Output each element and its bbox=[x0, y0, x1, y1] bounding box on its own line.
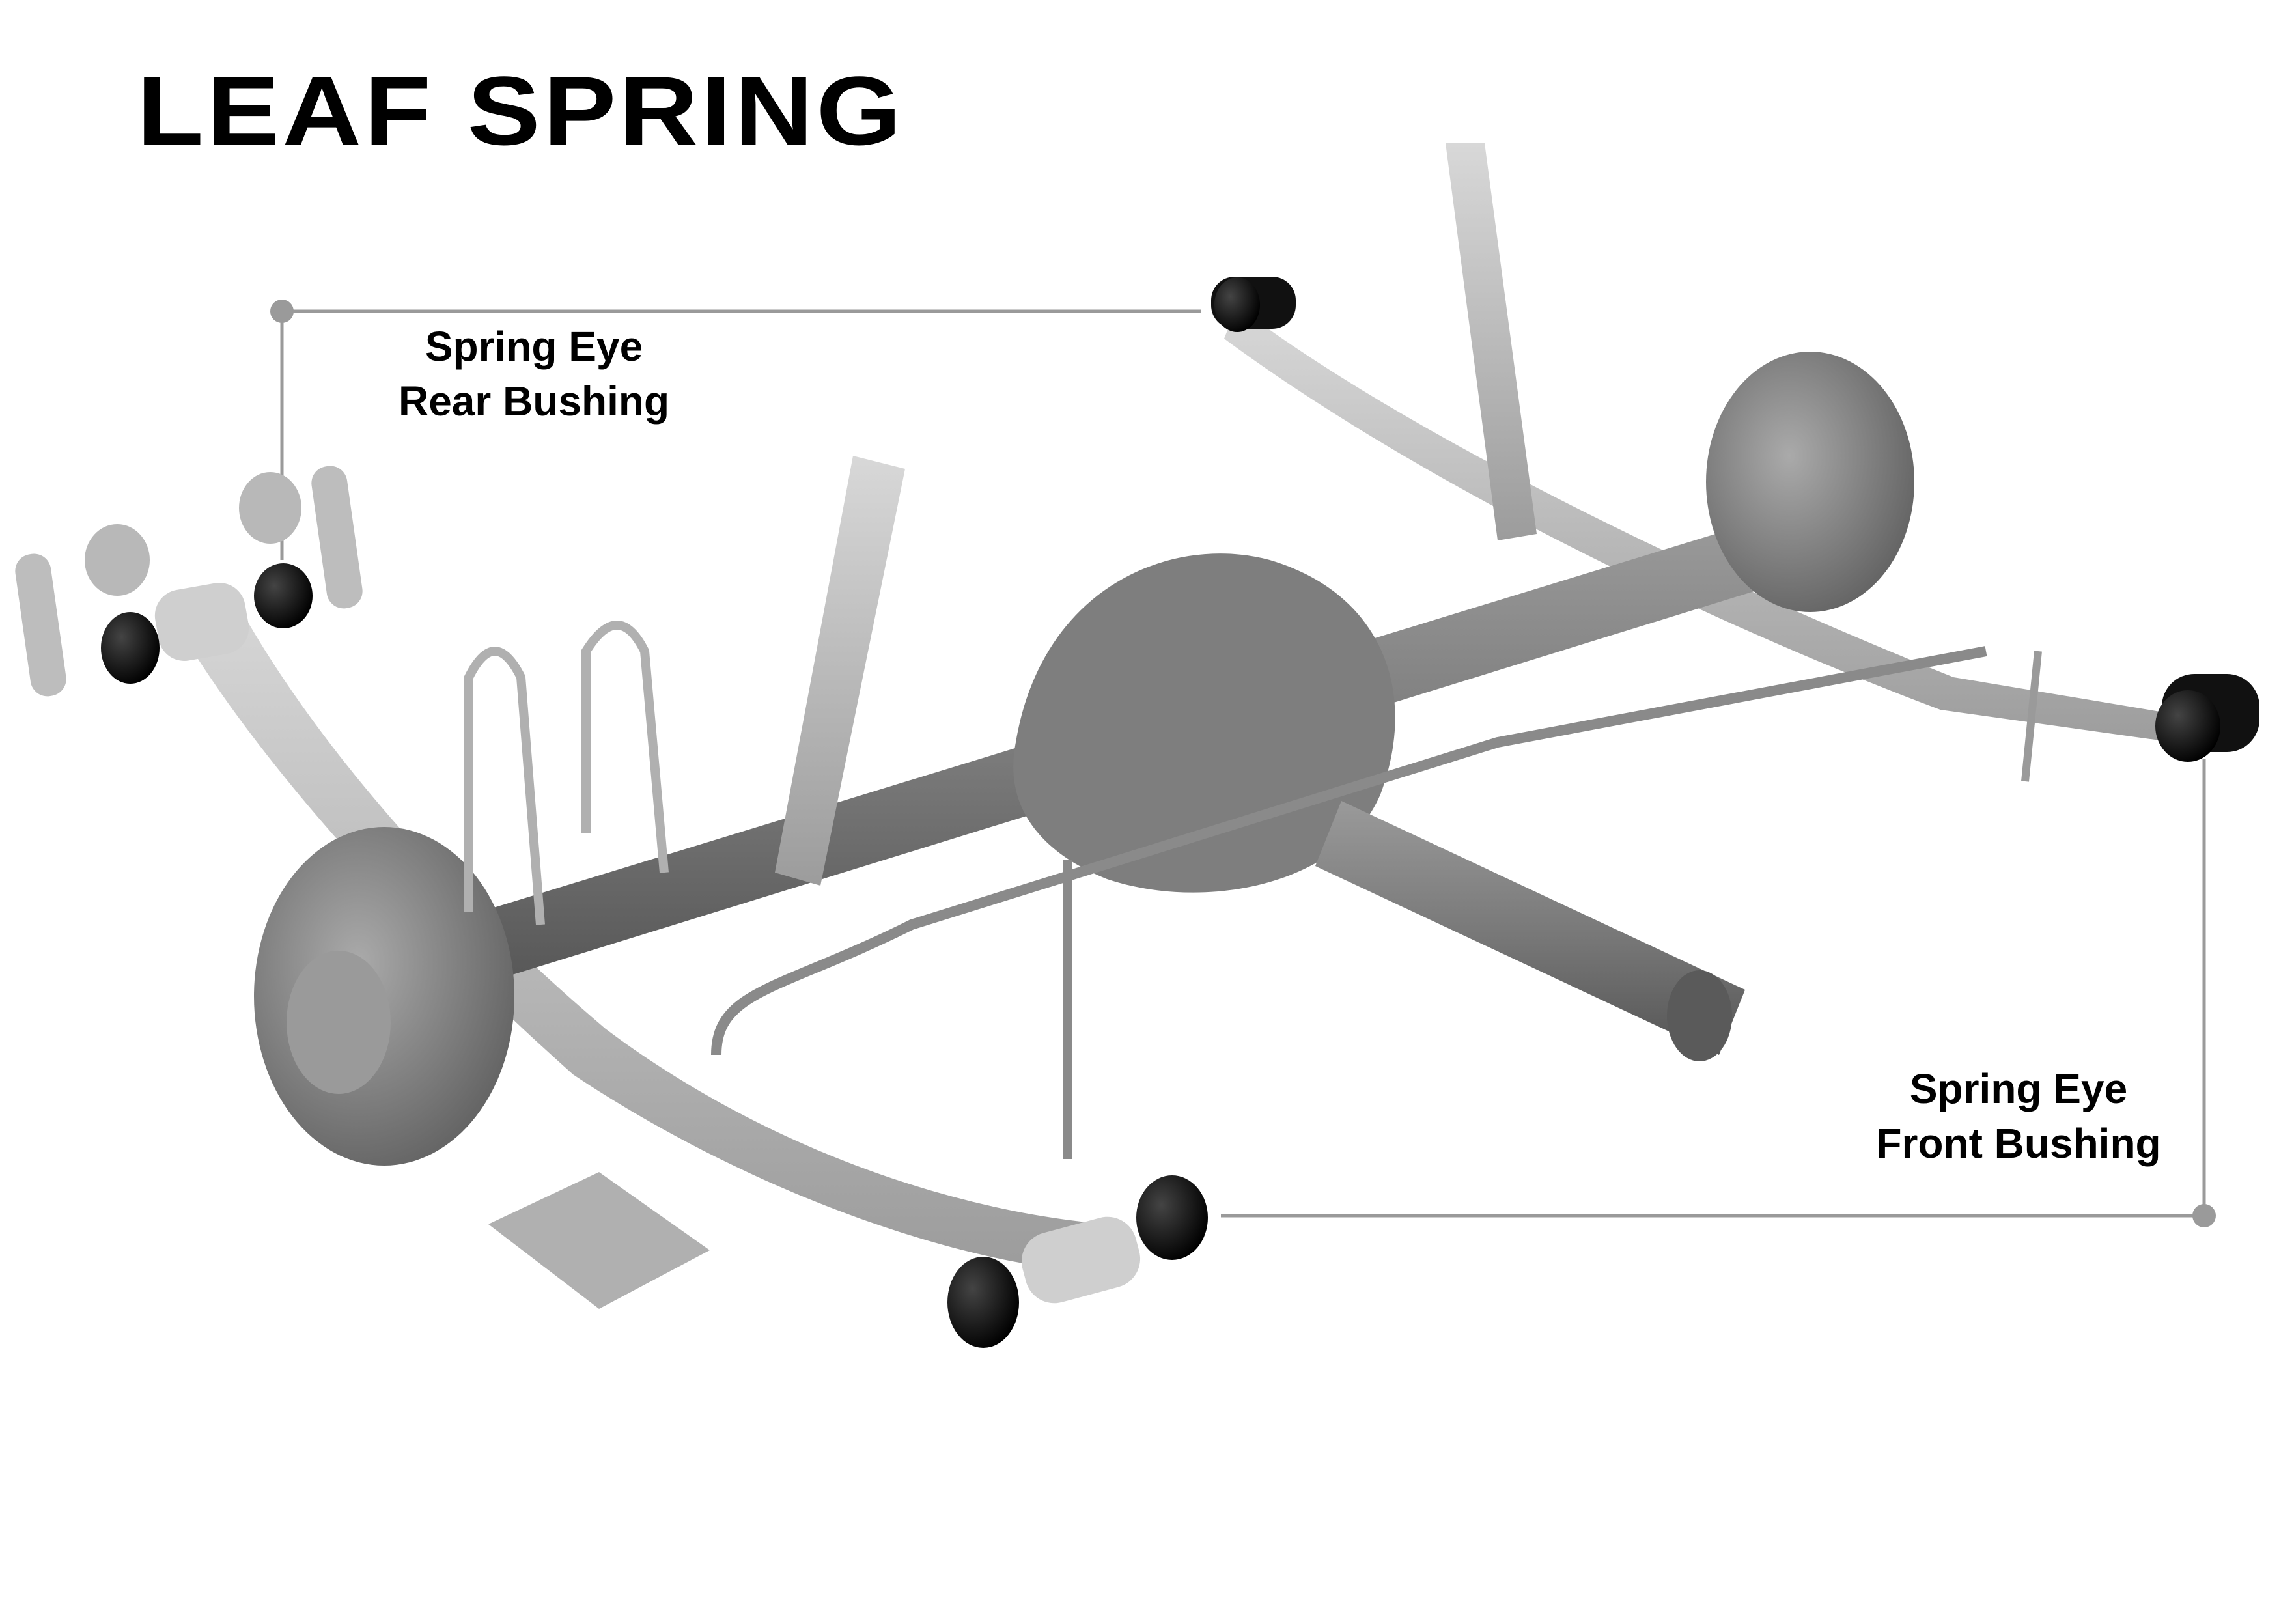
near-hub bbox=[287, 951, 391, 1094]
metal-sleeve-2 bbox=[239, 472, 301, 544]
u-bolt-2 bbox=[581, 621, 669, 873]
sway-bar bbox=[711, 646, 1987, 1056]
near-leaf-spring bbox=[169, 586, 1107, 1270]
callout-rear-line1: Spring Eye bbox=[425, 323, 643, 370]
far-sway-bar-link bbox=[2021, 651, 2042, 782]
callout-label-rear-bushing: Spring Eye Rear Bushing bbox=[365, 319, 703, 428]
rear-spring-eye bbox=[154, 583, 249, 661]
far-brake-drum bbox=[1706, 352, 1914, 612]
far-rear-spring-eye-bushing bbox=[1211, 277, 1296, 332]
rear-bushing-right bbox=[254, 563, 313, 628]
leader-line-rear bbox=[280, 309, 1201, 560]
callout-front-line1: Spring Eye bbox=[1909, 1065, 2128, 1112]
far-shock-absorber bbox=[1446, 143, 1537, 540]
spring-plate bbox=[488, 1172, 710, 1309]
callout-label-front-bushing: Spring Eye Front Bushing bbox=[1843, 1061, 2194, 1171]
far-front-spring-eye-bushing bbox=[2155, 674, 2259, 762]
u-bolt-1 bbox=[464, 647, 545, 925]
rear-bushing-left bbox=[101, 612, 160, 684]
callout-rear-line2: Rear Bushing bbox=[398, 378, 670, 425]
shackle-plate-2 bbox=[311, 466, 363, 609]
driveshaft-end bbox=[1667, 970, 1732, 1061]
diagram-title: LEAF SPRING bbox=[137, 56, 904, 165]
near-front-spring-eye bbox=[1021, 1216, 1141, 1304]
near-shock-absorber bbox=[775, 456, 905, 886]
callout-front-line2: Front Bushing bbox=[1876, 1120, 2161, 1167]
leader-dot-rear bbox=[270, 300, 294, 323]
metal-sleeve-1 bbox=[85, 524, 150, 596]
near-front-bushing-right bbox=[1136, 1175, 1208, 1260]
leader-dot-front bbox=[2192, 1204, 2216, 1227]
driveshaft bbox=[1315, 801, 1745, 1055]
shackle-plate-1 bbox=[15, 553, 66, 697]
near-front-bushing-left bbox=[947, 1257, 1019, 1348]
